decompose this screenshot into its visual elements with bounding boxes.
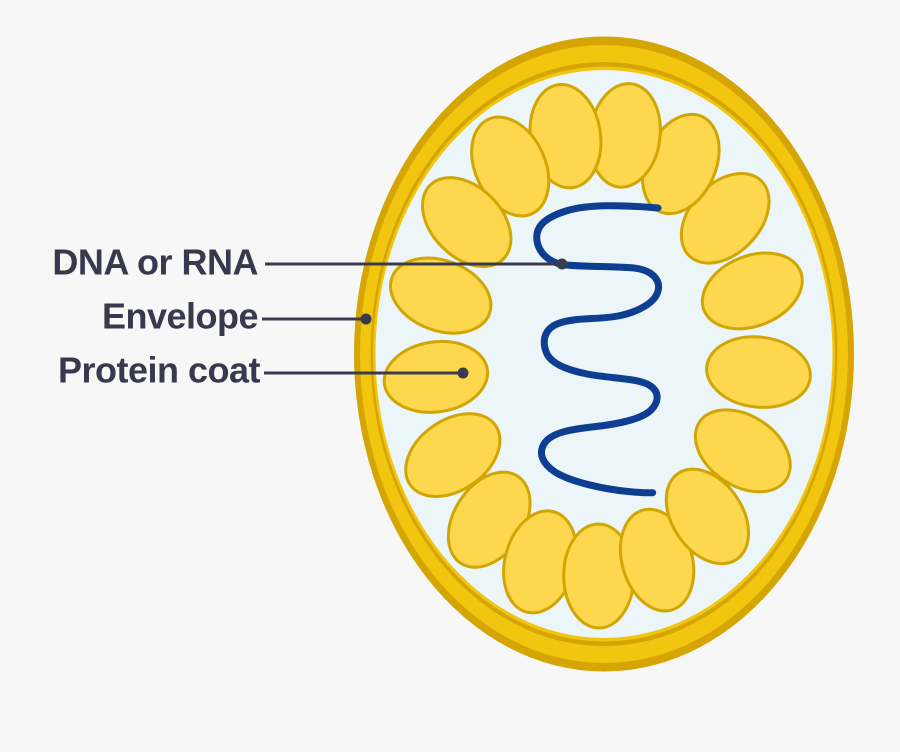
leader-dot-dna_or_rna	[556, 258, 568, 270]
capsomere	[700, 251, 804, 331]
capsomere	[664, 467, 751, 566]
protein-coat-ring	[382, 82, 812, 630]
label-dna-or-rna: DNA or RNA	[52, 241, 258, 283]
capsomere	[693, 408, 792, 494]
capsomere	[420, 176, 513, 269]
capsomere	[470, 115, 551, 218]
label-envelope: Envelope	[101, 295, 259, 337]
leader-dot-protein_coat	[457, 367, 469, 379]
genome-squiggle	[533, 202, 663, 497]
label-protein-coat: Protein coat	[57, 349, 261, 391]
leader-dot-envelope	[360, 313, 372, 325]
capsomere	[705, 335, 812, 409]
capsomere	[382, 339, 490, 414]
leader-lines	[262, 258, 568, 379]
